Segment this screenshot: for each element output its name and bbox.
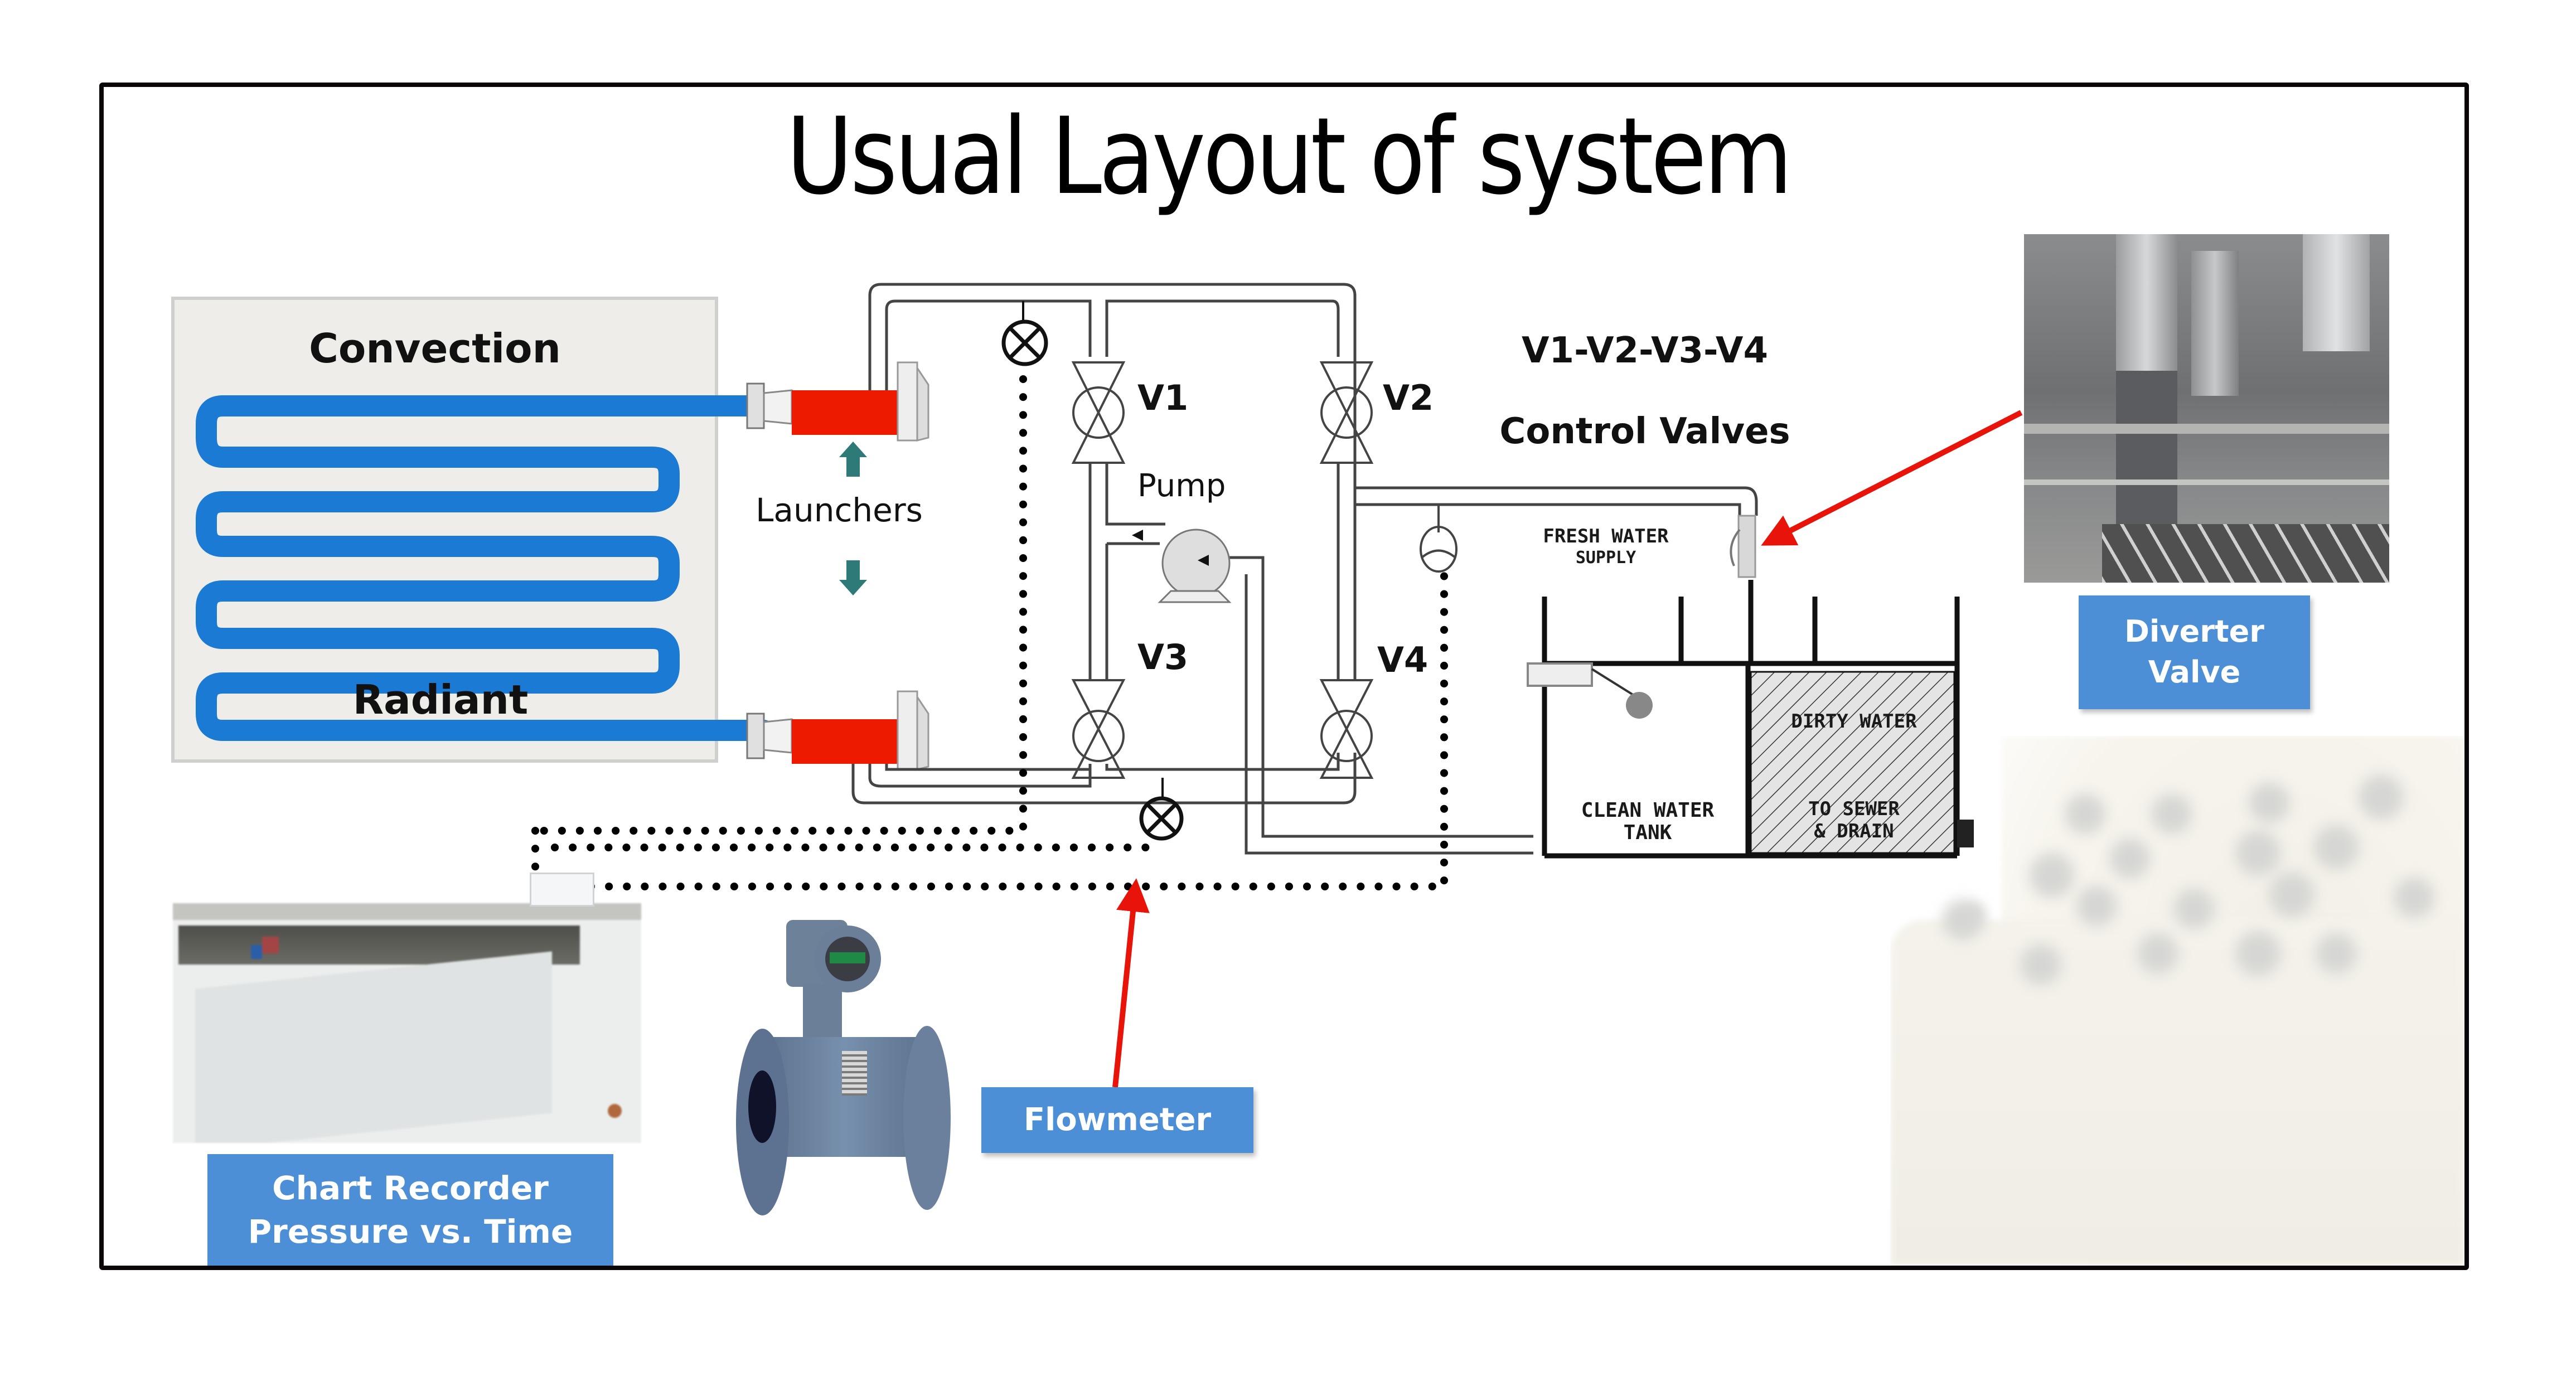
launcher-up-arrow-icon [839,442,867,477]
flowmeter-label-text: Flowmeter [1023,1102,1212,1138]
valve-v1-label: V1 [1137,377,1188,418]
heater-coil [196,395,774,741]
valves-heading-line2: Control Valves [1499,411,1790,452]
valve-v4-label: V4 [1377,639,1428,680]
clean-tank-label-line2: TANK [1624,821,1672,844]
piping [851,283,1758,855]
heater-box: Convection Radiant [171,297,774,763]
chart-recorder-label-line2: Pressure vs. Time [248,1213,573,1251]
slide-title: Usual Layout of system [786,95,1793,218]
flowmeter-photo [736,903,981,1227]
pressure-gauge-bottom-icon [1139,778,1184,841]
flowmeter-callout-arrow [1112,878,1150,1088]
diverter-valve-photo [2024,234,2389,583]
fresh-water-label-line1: FRESH WATER [1543,525,1669,548]
pressure-gauge-top-icon [1001,301,1048,366]
valve-v1[interactable] [1071,361,1126,464]
launcher-top [746,361,929,442]
pump-icon [1132,529,1232,603]
pump-label: Pump [1137,468,1226,504]
dirty-water-label: DIRTY WATER [1791,710,1917,733]
launcher-down-arrow-icon [839,560,867,595]
diverter-valve-label-line1: Diverter [2124,614,2264,650]
valve-v2[interactable] [1319,361,1374,464]
chart-recorder-label-line1: Chart Recorder [272,1169,549,1207]
sewer-label-line2: & DRAIN [1814,820,1894,842]
chart-recorder-photo [173,903,641,1143]
convection-label: Convection [309,325,561,372]
valve-v3[interactable] [1071,679,1126,779]
diverter-callout-arrow [1761,410,2023,546]
launchers-label: Launchers [756,491,923,529]
launcher-bottom [746,690,929,771]
sewer-label-line1: TO SEWER [1808,798,1900,820]
flowmeter-label: Flowmeter [981,1087,1253,1153]
clean-tank-label-line1: CLEAN WATER [1581,799,1715,822]
valve-v4[interactable] [1319,679,1374,779]
diverter-valve-label-line2: Valve [2148,655,2241,690]
chart-recorder-label: Chart Recorder Pressure vs. Time [207,1154,613,1266]
water-tank: FRESH WATER SUPPLY CLEAN WATER TANK DIRT… [1527,515,1974,859]
signal-lines [531,375,1448,890]
faded-background-image [1890,736,2464,1266]
radiant-label: Radiant [353,676,529,723]
valve-v2-label: V2 [1383,377,1434,418]
valves-heading-line1: V1-V2-V3-V4 [1522,330,1768,371]
chart-recorder-connector [530,873,594,907]
valve-v3-label: V3 [1137,637,1188,677]
fresh-water-label-line2: SUPPLY [1576,548,1636,568]
diverter-valve-label: Diverter Valve [2079,595,2310,709]
flow-sensor-icon [1420,505,1458,573]
